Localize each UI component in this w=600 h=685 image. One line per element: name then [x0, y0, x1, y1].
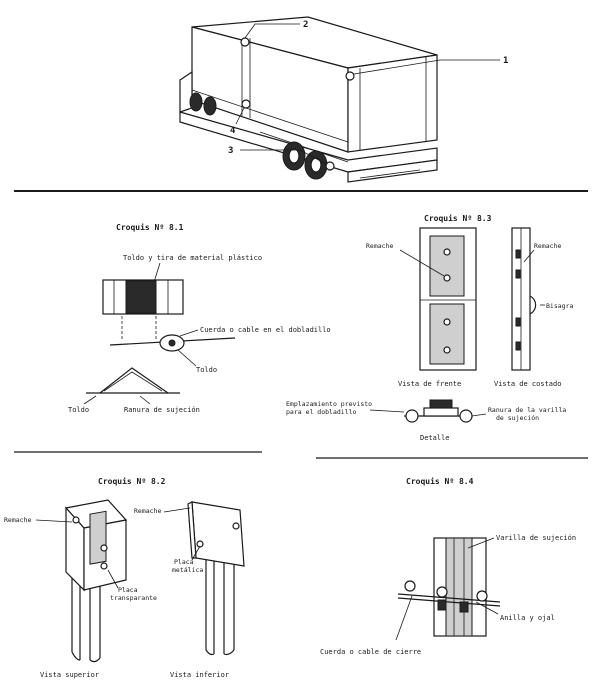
rivet — [196, 540, 204, 548]
rivet — [443, 274, 451, 282]
callout-marker-2 — [240, 37, 250, 47]
callout-2: 2 — [303, 20, 308, 30]
label-varilla: Varilla de sujeción — [496, 534, 576, 542]
callout-marker-1 — [345, 71, 355, 81]
sketch-title: Croquis Nº 8.3 — [424, 213, 492, 223]
label-placa-metalica: metálica — [172, 566, 203, 574]
callout-4: 4 — [230, 126, 236, 136]
rivet — [100, 544, 108, 552]
rivet — [100, 562, 108, 570]
label-vista-superior: Vista superior — [40, 671, 99, 679]
trailer-rear — [347, 54, 438, 153]
transparent-plate — [89, 510, 107, 565]
sketch-title: Croquis Nº 8.1 — [116, 222, 184, 232]
eyelet — [459, 601, 469, 613]
callout-3: 3 — [228, 146, 233, 156]
metal-plate-edge — [187, 501, 197, 559]
ring — [404, 580, 416, 592]
detail-slot — [459, 409, 473, 423]
ring — [476, 590, 488, 602]
label-vista-frente: Vista de frente — [398, 380, 461, 388]
label-placa-transparante: transparante — [110, 594, 157, 602]
label-cuerda: Cuerda o cable de cierre — [320, 648, 421, 656]
label-remache: Remache — [134, 507, 161, 515]
front-plate-upper — [429, 235, 465, 297]
rivet — [443, 346, 451, 354]
label-vista-inferior: Vista inferior — [170, 671, 229, 679]
label-remache: Remache — [366, 242, 393, 250]
label-placa-metalica: Placa — [174, 558, 194, 566]
label-bisagra: Bisagra — [546, 302, 573, 310]
label-ranura-varilla: de sujeción — [496, 414, 539, 422]
label-toldo-tira: Toldo y tira de material plástico — [123, 254, 262, 262]
rivet — [72, 516, 80, 524]
plastic-strip — [125, 280, 157, 314]
detail-hem — [405, 409, 419, 423]
sketch-8-3: Croquis Nº 8.3 Remache Vista de frente R… — [286, 213, 573, 442]
sketch-8-1: Croquis Nº 8.1 Toldo y tira de material … — [68, 222, 331, 414]
metal-plate — [191, 501, 245, 567]
hinge — [529, 295, 537, 315]
rivet — [443, 318, 451, 326]
label-cuerda: Cuerda o cable en el dobladillo — [200, 326, 331, 334]
label-vista-costado: Vista de costado — [494, 380, 561, 388]
sketch-title: Croquis Nº 8.2 — [98, 476, 166, 486]
rivet — [443, 248, 451, 256]
sketch-title: Croquis Nº 8.4 — [406, 476, 474, 486]
label-remache: Remache — [4, 516, 31, 524]
label-emplazamiento: para el dobladillo — [286, 408, 357, 416]
label-remache: Remache — [534, 242, 561, 250]
callout-1: 1 — [503, 56, 508, 66]
front-plate-lower — [429, 303, 465, 365]
label-toldo: Toldo — [68, 406, 89, 414]
sketch-8-2: Croquis Nº 8.2 Remache Placa transparant… — [4, 476, 245, 679]
label-toldo: Toldo — [196, 366, 217, 374]
label-detalle: Detalle — [420, 434, 450, 442]
ring — [436, 586, 448, 598]
front-wheel — [189, 92, 203, 112]
callout-marker-3 — [325, 161, 335, 171]
truck-illustration: 2 1 4 3 — [179, 16, 508, 183]
label-placa-transparante: Placa — [118, 586, 138, 594]
rivet — [232, 522, 240, 530]
front-wheel — [203, 96, 217, 116]
detail-clip — [429, 399, 453, 409]
eyelet — [437, 599, 447, 611]
label-ranura-varilla: Ranura de la varilla — [488, 406, 566, 414]
sketch-8-4: Croquis Nº 8.4 Varilla de sujeción Anill… — [320, 476, 576, 656]
callout-marker-4 — [241, 99, 251, 109]
label-emplazamiento: Emplazamiento previsto — [286, 400, 372, 408]
label-ranura: Ranura de sujeción — [124, 406, 200, 414]
label-anilla: Anilla y ojal — [500, 614, 555, 622]
